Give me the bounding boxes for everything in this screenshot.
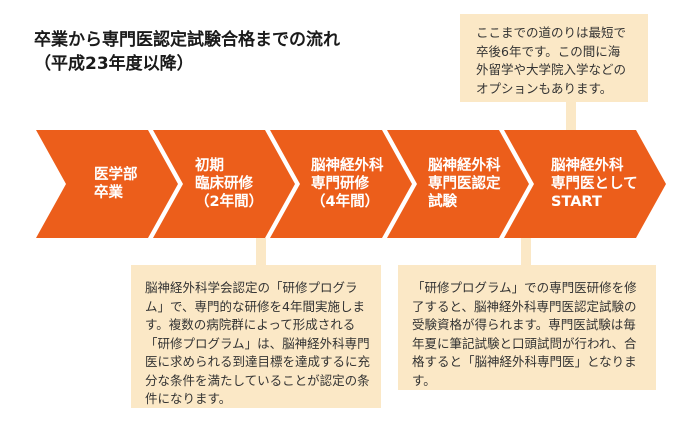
step-3-line-3: （4年間）: [311, 194, 380, 210]
step-arrow-1: [36, 130, 178, 238]
note-top-line-4: オプションもあります。: [476, 80, 613, 96]
step-label-3: 脳神経外科 専門研修 （4年間）: [311, 157, 384, 211]
note-top-callout: ここまでの道のりは最短で 卒後6年です。この間に海 外留学や大学院入学などの オ…: [460, 14, 648, 102]
step-4-line-2: 専門医認定: [428, 176, 501, 192]
step-5-line-1: 脳神経外科: [551, 158, 624, 174]
step-3-line-2: 専門研修: [311, 176, 369, 192]
step-4-line-1: 脳神経外科: [428, 158, 501, 174]
note-top-line-3: 外留学や大学院入学などの: [476, 62, 627, 77]
step-1-line-1: 医学部: [94, 167, 138, 183]
step-label-4: 脳神経外科 専門医認定 試験: [428, 157, 501, 211]
step-label-1: 医学部 卒業: [94, 166, 138, 202]
step-1-line-2: 卒業: [94, 185, 123, 201]
connector-right: [521, 238, 531, 265]
page-title: 卒業から専門医認定試験合格までの流れ （平成23年度以降）: [34, 28, 434, 76]
note-top-line-1: ここまでの道のりは最短で: [476, 25, 627, 40]
connector-left: [256, 238, 266, 265]
step-label-5: 脳神経外科 専門医として START: [551, 157, 638, 211]
step-arrow-4: [387, 130, 529, 238]
step-4-line-3: 試験: [428, 194, 457, 210]
connector-top: [566, 102, 576, 130]
note-right-callout: 「研修プログラム」での専門医研修を修了すると、脳神経外科専門医認定試験の受験資格…: [398, 265, 656, 390]
step-2-line-2: 臨床研修: [195, 176, 253, 192]
step-3-line-1: 脳神経外科: [311, 158, 384, 174]
note-right-text: 「研修プログラム」での専門医研修を修了すると、脳神経外科専門医認定試験の受験資格…: [412, 280, 637, 388]
title-line-1: 卒業から専門医認定試験合格までの流れ: [34, 30, 340, 50]
title-line-2: （平成23年度以降）: [34, 54, 194, 74]
step-5-line-3: START: [551, 194, 602, 210]
step-5-line-2: 専門医として: [551, 176, 638, 192]
step-arrow-2: [153, 130, 295, 238]
step-label-2: 初期 臨床研修 （2年間）: [195, 157, 263, 211]
note-left-callout: 脳神経外科学会認定の「研修プログラム」で、専門的な研修を4年間実施します。複数の…: [131, 265, 381, 408]
step-2-line-3: （2年間）: [195, 194, 264, 210]
step-arrow-3: [270, 130, 412, 238]
step-2-line-1: 初期: [195, 158, 224, 174]
note-top-line-2: 卒後6年です。この間に海: [476, 43, 621, 59]
note-left-text: 脳神経外科学会認定の「研修プログラム」で、専門的な研修を4年間実施します。複数の…: [145, 280, 371, 406]
step-arrow-5: [504, 130, 666, 238]
